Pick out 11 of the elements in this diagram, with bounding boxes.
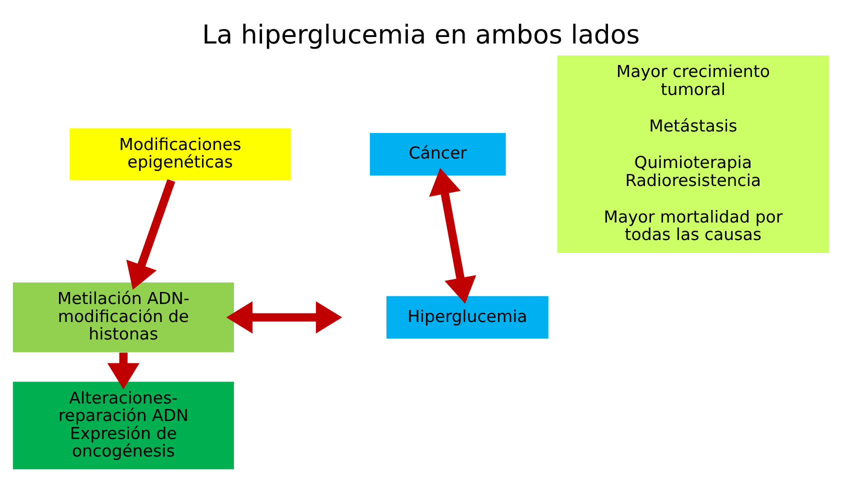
arrow	[226, 301, 342, 334]
node-box: Modificaciones epigenéticas	[70, 128, 291, 180]
node-box: Cáncer	[370, 132, 506, 176]
arrow	[107, 352, 140, 390]
node-box: Metilación ADN- modificación de histonas	[12, 282, 234, 352]
node-box: Alteraciones- reparación ADN Expresión de oncogénesis	[12, 382, 234, 470]
arrow	[429, 168, 476, 304]
node-box: Hiperglucemia	[386, 296, 548, 339]
arrow	[126, 179, 176, 290]
diagram-title: La hiperglucemia en ambos lados	[202, 20, 640, 50]
node-box: Mayor crecimiento tumoral Metástasis Quimioterapia Radioresistencia Mayor mortalidad por todas las causas	[557, 56, 830, 253]
